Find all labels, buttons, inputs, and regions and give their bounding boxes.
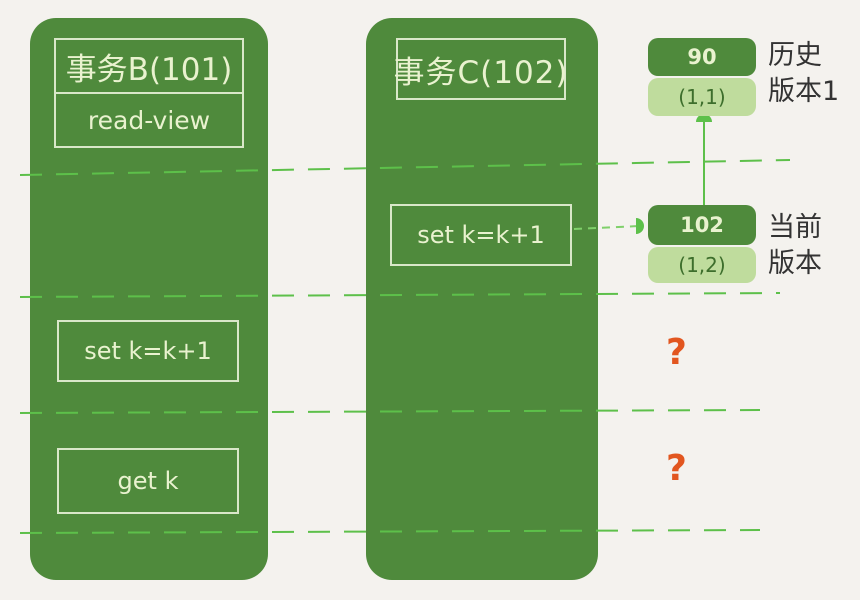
history-version-trx: (1,1) bbox=[648, 78, 756, 116]
history-version-label: 历史 版本1 bbox=[768, 38, 848, 110]
history-label-line1: 历史 bbox=[768, 40, 822, 71]
history-label-line2: 版本1 bbox=[768, 76, 840, 107]
transaction-b-header: 事务B(101) read-view bbox=[54, 38, 244, 148]
transaction-b-lane bbox=[30, 18, 268, 580]
transaction-c-lane bbox=[366, 18, 598, 580]
time-divider bbox=[19, 159, 791, 176]
transaction-c-title: 事务C(102) bbox=[394, 38, 568, 100]
transaction-b-read-step: get k bbox=[57, 448, 239, 514]
update-to-version-link bbox=[573, 225, 641, 230]
history-version-value: 90 bbox=[648, 38, 756, 76]
unknown-version-mark: ? bbox=[666, 448, 687, 489]
transaction-c-update-step: set k=k+1 bbox=[390, 204, 572, 266]
transaction-b-read-view: read-view bbox=[87, 105, 211, 135]
current-label-line1: 当前 bbox=[768, 212, 822, 243]
current-version-value: 102 bbox=[648, 205, 756, 245]
current-version-label: 当前 版本 bbox=[768, 210, 848, 282]
unknown-version-mark: ? bbox=[666, 332, 687, 373]
current-version-trx: (1,2) bbox=[648, 247, 756, 283]
transaction-b-update-step: set k=k+1 bbox=[57, 320, 239, 382]
time-divider bbox=[19, 292, 781, 298]
transaction-b-title: 事务B(101) bbox=[56, 40, 242, 94]
current-label-line2: 版本 bbox=[768, 248, 822, 279]
version-chain-dot bbox=[696, 114, 712, 122]
time-divider bbox=[19, 529, 761, 534]
link-end-dot bbox=[636, 218, 644, 234]
time-divider bbox=[19, 409, 761, 414]
